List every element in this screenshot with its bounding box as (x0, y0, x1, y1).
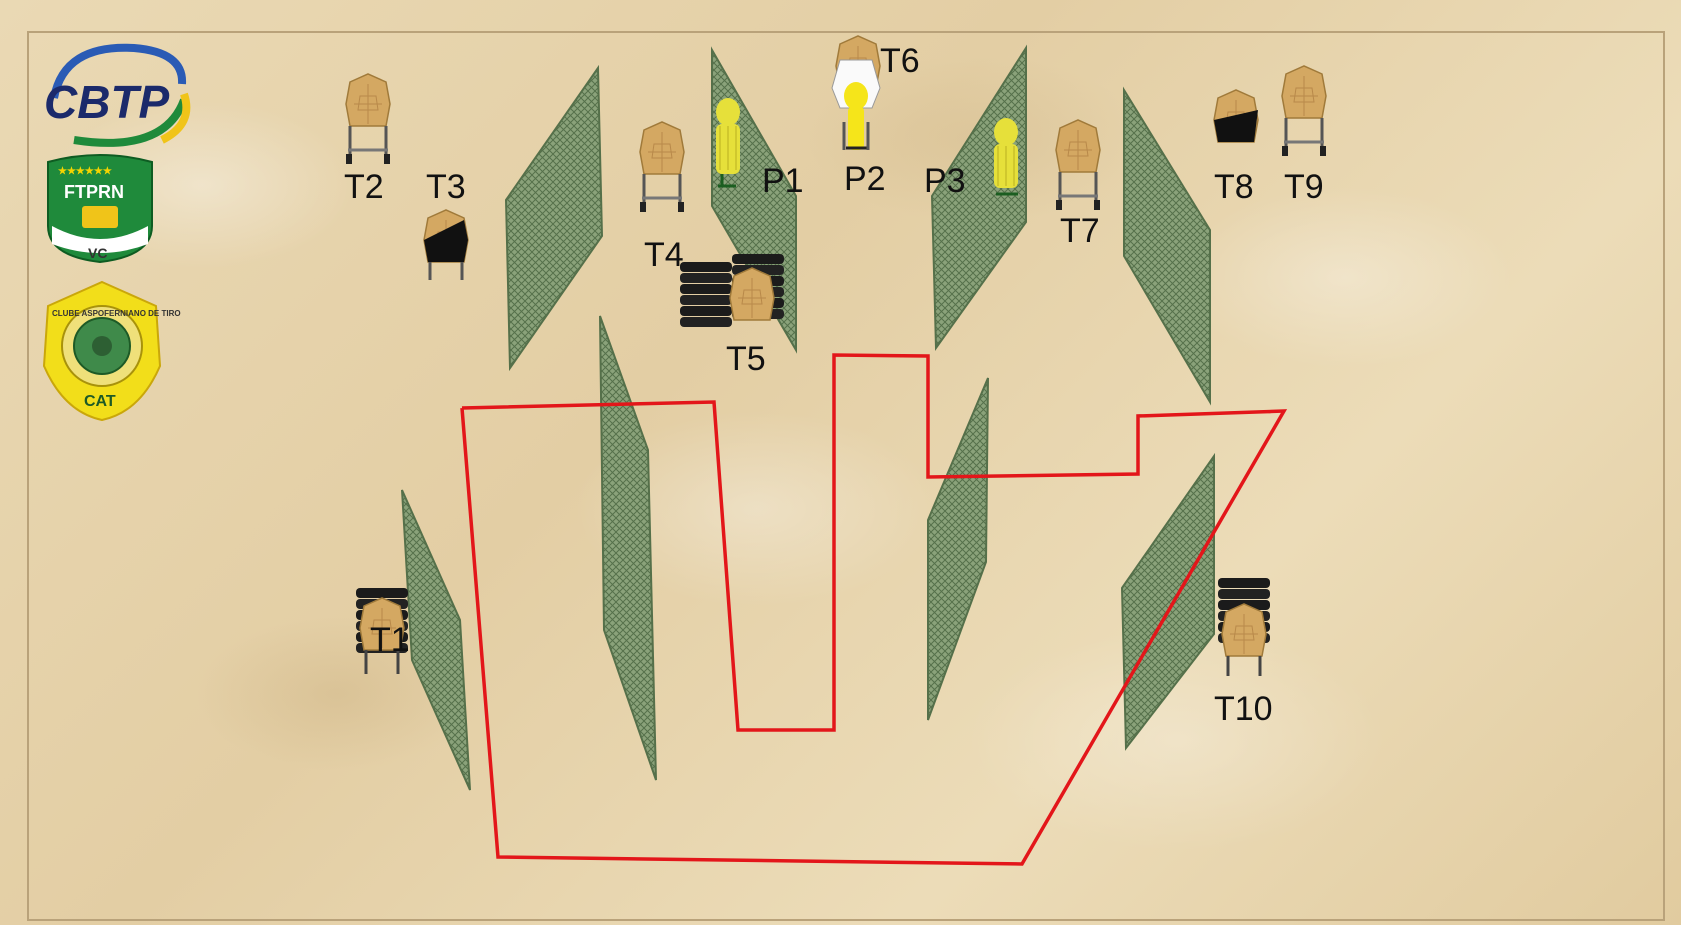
label-t8: T8 (1214, 168, 1254, 206)
wall-8 (1122, 456, 1214, 748)
target-t10 (1218, 578, 1270, 676)
cat-ring-text: CLUBE ASPOFERNIANO DE TIRO (52, 309, 181, 318)
wall-7 (928, 378, 988, 720)
wall-1 (506, 68, 602, 368)
cbtp-logo: CBTP (44, 48, 186, 143)
no-shoot-p1 (716, 98, 740, 186)
wall-4 (1124, 90, 1210, 402)
target-t9 (1282, 66, 1326, 156)
label-p1: P1 (762, 162, 804, 200)
wall-5 (600, 316, 656, 780)
cat-text: CAT (84, 393, 116, 410)
label-t3: T3 (426, 168, 466, 206)
wall-6 (402, 490, 470, 790)
target-t7 (1056, 120, 1100, 210)
target-t4 (640, 122, 684, 212)
label-t2: T2 (344, 168, 384, 206)
no-shoot-p3 (994, 118, 1018, 194)
target-t3 (424, 210, 468, 280)
ftprn-text: FTPRN (64, 182, 124, 202)
label-t5: T5 (726, 340, 766, 378)
label-t6: T6 (880, 42, 920, 80)
label-p3: P3 (924, 162, 966, 200)
label-t9: T9 (1284, 168, 1324, 206)
no-shoot-p2 (832, 60, 880, 150)
svg-text:★★★★★★: ★★★★★★ (58, 166, 112, 177)
cbtp-text: CBTP (44, 76, 170, 128)
label-t4: T4 (644, 236, 684, 274)
cat-logo: CLUBE ASPOFERNIANO DE TIRO CAT (44, 282, 181, 420)
label-t7: T7 (1060, 212, 1100, 250)
target-t2 (346, 74, 390, 164)
ftprn-logo: ★★★★★★ FTPRN VC (48, 155, 152, 262)
label-t1: T1 (370, 621, 410, 659)
ftprn-sub: VC (88, 245, 107, 261)
label-t10: T10 (1214, 690, 1273, 728)
target-t8 (1214, 90, 1258, 142)
label-p2: P2 (844, 160, 886, 198)
